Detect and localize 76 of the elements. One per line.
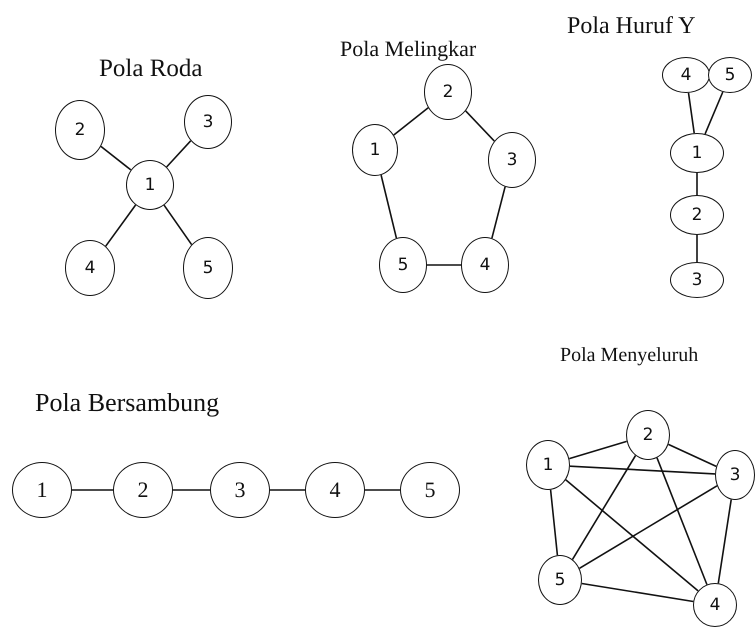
node-ellipse [183,237,233,299]
node-ellipse [670,133,724,173]
node-ellipse [670,262,724,298]
connector-line [569,440,627,460]
node-number: 5 [398,256,408,274]
node-number: 3 [730,466,740,484]
node-number: 5 [724,66,736,84]
node-number: 3 [506,152,518,168]
node-number: 2 [442,84,454,100]
connector-line [166,140,192,168]
node-ellipse [461,237,509,293]
node-ellipse [126,160,174,210]
node-number: 4 [84,260,96,276]
connector-line [579,485,718,569]
connector-line [491,186,506,238]
node-number: 1 [542,456,554,474]
connector-line [105,204,136,247]
node-number: 4 [480,256,490,274]
node-ellipse [65,240,115,296]
connector-line [704,92,724,134]
connector-line [72,489,113,491]
node-number: 2 [642,426,654,444]
connector-line [550,490,558,556]
node-number: 4 [710,596,720,614]
connector-line [696,235,698,262]
connector-line [173,489,210,491]
node-number: 1 [370,142,380,158]
connector-line [270,489,305,491]
node-ellipse [352,124,398,176]
connector-line [668,444,717,468]
connector-line [393,107,429,136]
node-number: 4 [680,66,692,84]
pattern-title: Pola Bersambung [35,390,220,416]
node-ellipse [424,64,472,120]
connector-line [380,174,398,238]
node-number: 2 [74,122,86,138]
node-number: 3 [234,479,246,501]
node-number: 5 [424,479,436,501]
pattern-title: Pola Huruf Y [567,14,696,38]
node-number: 4 [330,479,340,501]
node-ellipse [538,555,582,605]
node-number: 2 [138,479,148,501]
node-ellipse [715,450,755,500]
connector-line [656,458,708,585]
node-number: 3 [202,114,214,130]
node-ellipse [693,583,737,627]
node-ellipse [670,195,724,235]
connector-line [582,582,694,602]
connector-line [365,489,400,491]
connector-line [572,455,636,560]
connector-line [163,204,192,246]
pattern-title: Pola Menyeluruh [560,345,698,365]
node-ellipse [708,57,752,93]
node-number: 5 [554,572,566,588]
connector-line [570,465,716,475]
connector-line [427,264,461,266]
node-number: 5 [202,260,214,276]
node-number: 1 [144,176,156,194]
connector-line [565,479,699,592]
node-ellipse [488,132,536,188]
node-number: 1 [692,144,702,162]
connector-line [718,499,732,584]
node-ellipse [184,95,232,149]
node-number: 1 [36,479,48,501]
connector-line [100,146,132,171]
connector-line [688,92,695,134]
node-ellipse [379,237,427,293]
node-ellipse [662,57,710,93]
pattern-title: Pola Roda [99,56,202,81]
node-number: 2 [692,206,702,224]
node-ellipse [626,410,670,460]
node-ellipse [526,440,570,490]
connector-line [465,110,495,142]
node-number: 3 [692,272,702,288]
connector-line [696,173,698,195]
pattern-title: Pola Melingkar [340,38,476,60]
